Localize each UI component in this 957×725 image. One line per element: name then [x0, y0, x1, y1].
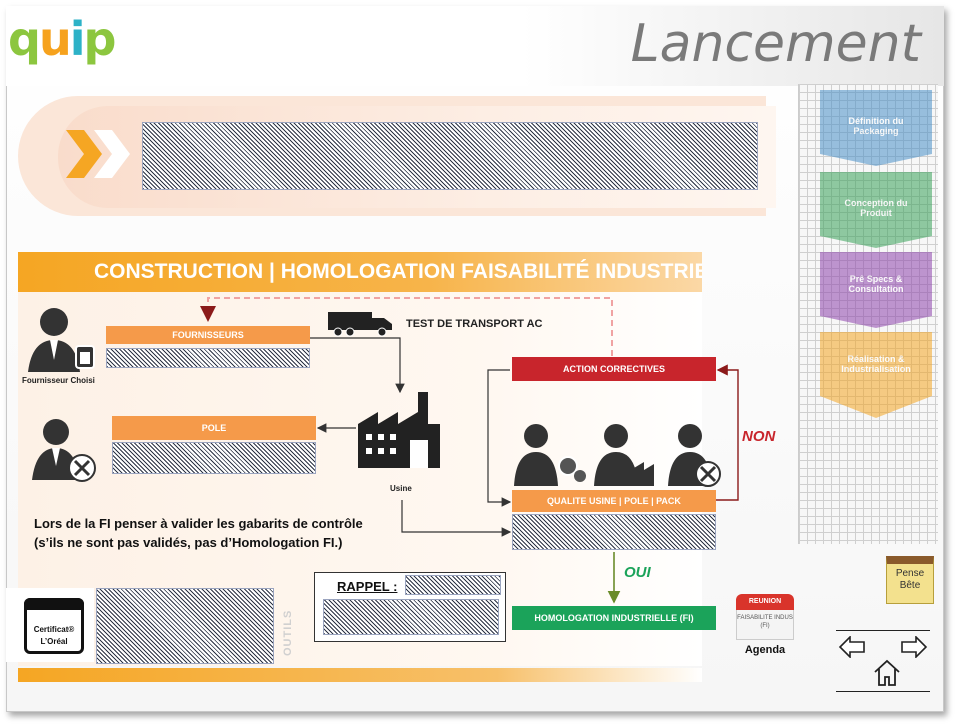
homologation-box: HOMOLOGATION INDUSTRIELLE (FI): [512, 606, 716, 630]
arrow-right-icon[interactable]: [898, 636, 928, 658]
qualite-box: QUALITE USINE | POLE | PACK: [512, 490, 716, 512]
fi-note: Lors de la FI penser à valider les gabar…: [34, 516, 363, 550]
side-nav-label: Conception du Produit: [844, 198, 908, 218]
side-nav-label: Définition du Packaging: [848, 116, 904, 136]
logo-letter-i: i: [69, 12, 86, 66]
rappel-box: RAPPEL :: [314, 572, 506, 642]
logo-letter-q: q: [8, 12, 41, 66]
pense-bete-line2: Bête: [899, 580, 921, 591]
side-nav-item-consultation[interactable]: Prê Specs & Consultation: [820, 252, 932, 328]
truck-icon: [328, 312, 392, 337]
arrow-left-icon[interactable]: [838, 636, 868, 658]
nav-divider-bottom: [836, 691, 930, 692]
pense-bete-line1: Pense: [895, 568, 925, 579]
side-nav-item-produit[interactable]: Conception du Produit: [820, 172, 932, 248]
nav-divider-top: [836, 630, 930, 631]
outils-placeholder: [96, 588, 274, 664]
test-transport-label: TEST DE TRANSPORT AC: [406, 318, 543, 330]
side-nav-item-packaging[interactable]: Définition du Packaging: [820, 90, 932, 166]
rappel-label: RAPPEL :: [337, 579, 398, 594]
oui-label: OUI: [624, 564, 651, 581]
agenda-button[interactable]: REUNION FAISABILITE INDUS (FI) Agenda: [736, 594, 794, 656]
side-nav-label: Prê Specs & Consultation: [848, 274, 904, 294]
pole-box: POLE: [112, 416, 316, 440]
side-nav-shape: [820, 172, 932, 248]
action-correctives-box: ACTION CORRECTIVES: [512, 357, 716, 381]
pole-person-icon: [32, 419, 96, 482]
certificat-ribbon-icon: [24, 598, 84, 610]
pole-placeholder: [112, 442, 316, 474]
rappel-text-placeholder: [323, 599, 499, 635]
qualite-placeholder: [512, 514, 716, 550]
agenda-header: REUNION: [736, 594, 794, 610]
certificat-line2: L’Oréal: [40, 637, 68, 646]
quality-team-icon: [514, 424, 721, 487]
fournisseurs-placeholder: [106, 348, 310, 368]
header-bar: [6, 6, 944, 86]
logo-letter-p: p: [83, 12, 116, 66]
agenda-body: FAISABILITE INDUS (FI): [736, 610, 794, 640]
pense-bete-button[interactable]: Pense Bête: [886, 556, 934, 604]
supplier-caption: Fournisseur Choisi: [22, 376, 95, 385]
certificat-line1: Certificat®: [33, 625, 75, 634]
side-nav-shape: [820, 252, 932, 328]
logo-letter-u: u: [38, 12, 72, 66]
outils-label: OUTILS: [282, 609, 294, 656]
quip-logo: quip: [8, 12, 138, 82]
banner-text-placeholder: [142, 122, 758, 190]
side-nav-item-industrialisation[interactable]: Réalisation & Industrialisation: [820, 332, 932, 418]
supplier-person-icon: [28, 308, 95, 372]
side-nav-shape: [820, 332, 932, 418]
rappel-placeholder: [405, 575, 501, 595]
usine-label: Usine: [390, 484, 412, 493]
bottom-accent-bar: [18, 668, 702, 682]
page-title: Lancement: [630, 14, 921, 74]
fournisseurs-box: FOURNISSEURS: [106, 326, 310, 344]
chevron-right-icon: [66, 130, 130, 178]
certificat-button[interactable]: Certificat® L’Oréal: [24, 598, 84, 654]
section-title: CONSTRUCTION | HOMOLOGATION FAISABILITÉ …: [18, 252, 702, 292]
agenda-caption: Agenda: [744, 644, 786, 656]
side-nav-shape: [820, 90, 932, 166]
non-label: NON: [742, 428, 776, 445]
home-icon[interactable]: [872, 658, 902, 688]
side-nav-label: Réalisation & Industrialisation: [841, 354, 911, 374]
factory-icon: [358, 392, 440, 468]
